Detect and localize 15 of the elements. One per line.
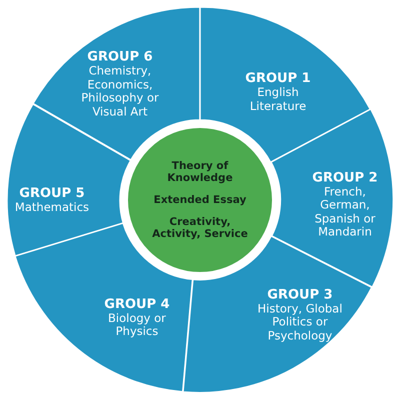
group-heading: GROUP 6	[87, 50, 153, 64]
subject-list: History, Global Politics or Psychology	[242, 302, 358, 343]
subject-list: French, German, Spanish or Mandarin	[304, 185, 385, 240]
group-heading: GROUP 5	[19, 186, 85, 201]
group-heading: GROUP 3	[267, 287, 333, 302]
subject-list: Mathematics	[14, 200, 90, 214]
core-element-text: Creativity, Activity, Service	[151, 216, 249, 240]
core-element-text: Theory of Knowledge	[166, 160, 234, 184]
group-heading: GROUP 2	[312, 170, 378, 186]
core-element-text: Extended Essay	[154, 194, 246, 206]
group-heading: GROUP 1	[245, 71, 311, 86]
subject-list: English Literature	[228, 86, 328, 113]
group-heading: GROUP 4	[104, 296, 170, 312]
subject-list: Chemistry, Economics, Philosophy or Visual Art	[64, 64, 175, 118]
subject-list: Biology or Physics	[86, 312, 187, 339]
